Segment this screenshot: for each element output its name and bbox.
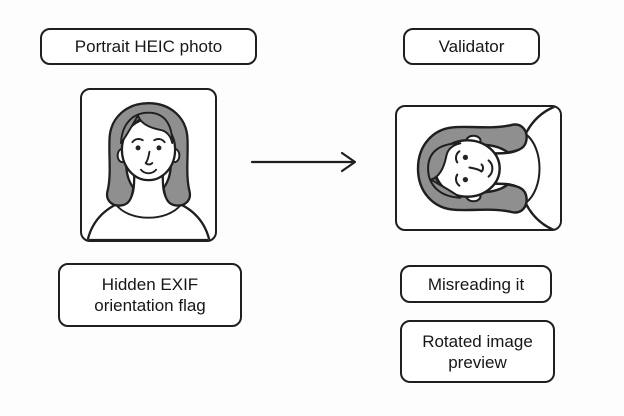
portrait-frame xyxy=(80,88,217,242)
misreading-label-text: Misreading it xyxy=(427,274,525,294)
exif-flag-label: Hidden EXIF orientation flag xyxy=(58,263,242,327)
woman-portrait-icon xyxy=(86,102,211,240)
rotated-frame xyxy=(395,105,562,231)
collar-line xyxy=(115,203,182,219)
nose xyxy=(144,150,154,166)
right-eyebrow xyxy=(153,138,166,144)
woman-portrait-rotated-90ccw-icon xyxy=(416,107,560,229)
left-eyebrow xyxy=(455,173,461,187)
torso xyxy=(86,173,211,240)
source-label: Portrait HEIC photo xyxy=(40,28,257,65)
rotated-portrait-art xyxy=(416,107,560,229)
bangs xyxy=(427,142,462,199)
validator-label: Validator xyxy=(403,28,540,65)
mouth xyxy=(487,159,494,178)
misreading-label: Misreading it xyxy=(400,265,552,303)
right-eye xyxy=(462,154,469,161)
exif-flag-label-text: Hidden EXIF orientation flag xyxy=(94,275,206,315)
left-eye xyxy=(462,176,469,183)
arrow-right-icon xyxy=(250,151,357,173)
mouth xyxy=(139,168,158,175)
left-eye xyxy=(135,145,141,151)
portrait-art xyxy=(86,102,211,240)
right-eye xyxy=(156,145,162,151)
collar-line xyxy=(524,133,541,204)
source-label-text: Portrait HEIC photo xyxy=(74,37,223,56)
nose xyxy=(468,163,485,173)
bangs xyxy=(119,111,174,145)
right-eyebrow xyxy=(455,150,461,164)
left-eyebrow xyxy=(131,138,144,144)
preview-label: Rotated image preview xyxy=(400,320,555,383)
validator-label-text: Validator xyxy=(438,37,505,56)
preview-label-text: Rotated image preview xyxy=(422,331,533,372)
